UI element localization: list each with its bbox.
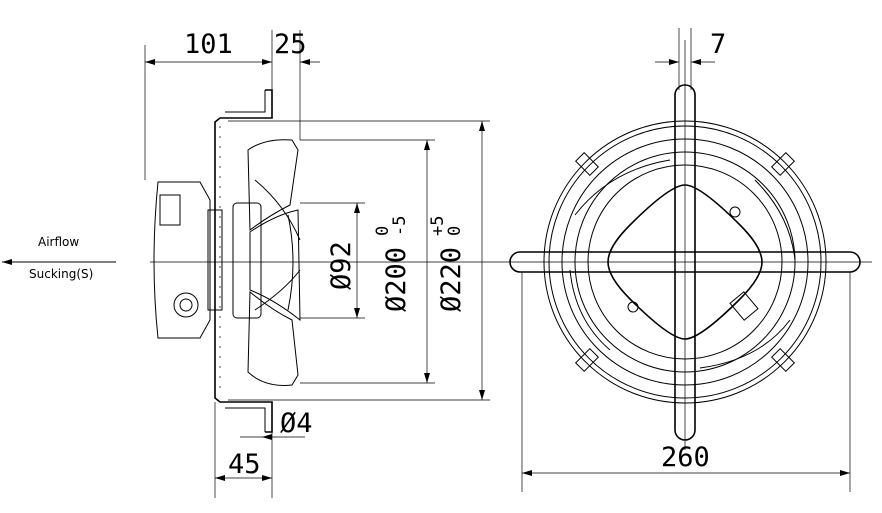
dim-260-label: 260 bbox=[661, 442, 710, 473]
guard-rings bbox=[543, 120, 827, 404]
flange-edge bbox=[225, 90, 266, 432]
dia-92-label: Ø92 bbox=[326, 241, 357, 290]
dim-101-label: 101 bbox=[184, 29, 233, 60]
airflow-label: Airflow bbox=[38, 235, 79, 249]
motor-body bbox=[207, 209, 223, 311]
mounting-flange bbox=[214, 89, 273, 433]
dia-220-tol-upper: +5 bbox=[428, 216, 448, 236]
dia-200-tol-upper: 0 bbox=[373, 226, 393, 236]
horizontal-guard-bar bbox=[509, 251, 861, 273]
hub bbox=[232, 202, 262, 319]
fan-blades-front bbox=[569, 159, 796, 369]
fan-blades bbox=[247, 139, 301, 386]
motor-mount-plate bbox=[607, 184, 763, 340]
dim-7-label: 7 bbox=[710, 29, 726, 60]
terminal-box bbox=[729, 291, 759, 321]
cable-gland-inner bbox=[179, 298, 193, 312]
mount-screw bbox=[627, 301, 639, 313]
dia-200-tol-lower: -5 bbox=[390, 216, 410, 236]
dia-220-label: Ø220 bbox=[436, 247, 467, 312]
terminal-box-detail bbox=[159, 194, 181, 226]
rotor bbox=[287, 214, 294, 311]
guard-clips bbox=[574, 151, 796, 373]
mount-screw bbox=[729, 206, 741, 218]
terminal-box bbox=[153, 181, 211, 339]
dim-45-label: 45 bbox=[228, 449, 261, 480]
side-view: 101 25 Airflow Sucking(S) Ø92 Ø200 0 -5 bbox=[2, 29, 505, 498]
dia-220-tol-lower: 0 bbox=[445, 226, 465, 236]
dia-200-label: Ø200 bbox=[381, 247, 412, 312]
cable-gland bbox=[173, 292, 199, 318]
front-view: 7 260 bbox=[505, 28, 872, 492]
dim-25-label: 25 bbox=[274, 29, 307, 60]
dia-4-label: Ø4 bbox=[280, 408, 313, 439]
airflow-mode-label: Sucking(S) bbox=[29, 267, 93, 281]
vertical-guard-bar bbox=[674, 84, 696, 441]
